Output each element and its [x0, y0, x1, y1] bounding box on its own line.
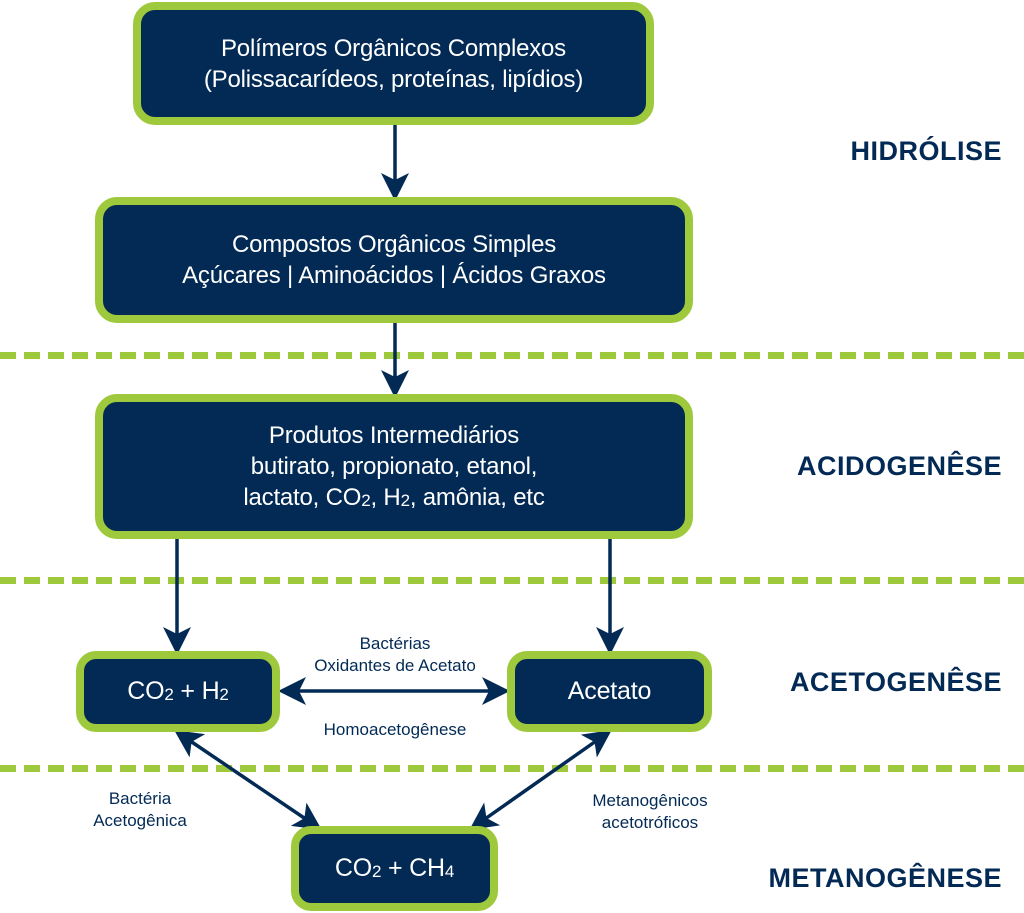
box-polimeros-organicos: Polímeros Orgânicos Complexos (Polissaca…	[133, 2, 654, 125]
note-oxidantes-line2: Oxidantes de Acetato	[314, 656, 476, 675]
box-co2-h2: CO2 + H2	[76, 651, 280, 732]
box-compostos-organicos: Compostos Orgânicos Simples Açúcares | A…	[95, 197, 693, 323]
box-co2-h2-label: CO2 + H2	[127, 677, 229, 705]
box-compostos-line2: Açúcares | Aminoácidos | Ácidos Graxos	[182, 262, 606, 289]
note-homoacetogenese: Homoacetogênese	[280, 719, 510, 741]
box-polimeros-line1: Polímeros Orgânicos Complexos	[220, 34, 566, 62]
stage-label-metanogenese: METANOGÊNESE	[768, 863, 1002, 893]
note-bacterias-oxidantes: Bactérias Oxidantes de Acetato	[280, 633, 510, 677]
box-intermediarios-line3: lactato, CO2, H2, amônia, etc	[243, 484, 545, 511]
note-metanogenicos-line1: Metanogênicos	[592, 791, 708, 810]
note-acetogenica-line1: Bactéria	[108, 789, 172, 808]
note-metanogenicos-line2: acetotróficos	[601, 813, 699, 832]
box-co2-ch4-label: CO2 + CH4	[334, 854, 455, 882]
note-metanogenicos-acetotroficos: Metanogênicos acetotróficos	[570, 790, 730, 834]
stage-label-acidogenese: ACIDOGENÊSE	[796, 451, 1002, 481]
note-acetogenica-line2: Acetogênica	[93, 811, 187, 830]
stage-label-acetogenese: ACETOGENÊSE	[789, 667, 1002, 697]
stage-divider-1	[0, 352, 1024, 359]
stage-divider-2	[0, 577, 1024, 584]
stage-label-hidrolise: HIDRÓLISE	[850, 136, 1002, 166]
box-produtos-intermediarios: Produtos Intermediários butirato, propio…	[95, 394, 693, 539]
note-homoacetogenese-text: Homoacetogênese	[323, 720, 467, 739]
box-acetato-label: Acetato	[567, 677, 652, 705]
arrow-acetato-co2-ch4-bidirectional	[469, 729, 612, 831]
box-intermediarios-line2: butirato, propionato, etanol,	[250, 453, 538, 480]
arrow-co2-h2-co2-ch4-bidirectional	[174, 730, 322, 830]
box-polimeros-line2: (Polissacarídeos, proteínas, lipídios)	[203, 65, 584, 93]
box-intermediarios-line1: Produtos Intermediários	[268, 422, 520, 449]
box-acetato: Acetato	[507, 651, 712, 732]
note-oxidantes-line1: Bactérias	[359, 634, 431, 653]
box-co2-ch4: CO2 + CH4	[291, 826, 498, 911]
note-bacteria-acetogenica: Bactéria Acetogênica	[70, 788, 210, 832]
box-compostos-line1: Compostos Orgânicos Simples	[231, 231, 557, 258]
